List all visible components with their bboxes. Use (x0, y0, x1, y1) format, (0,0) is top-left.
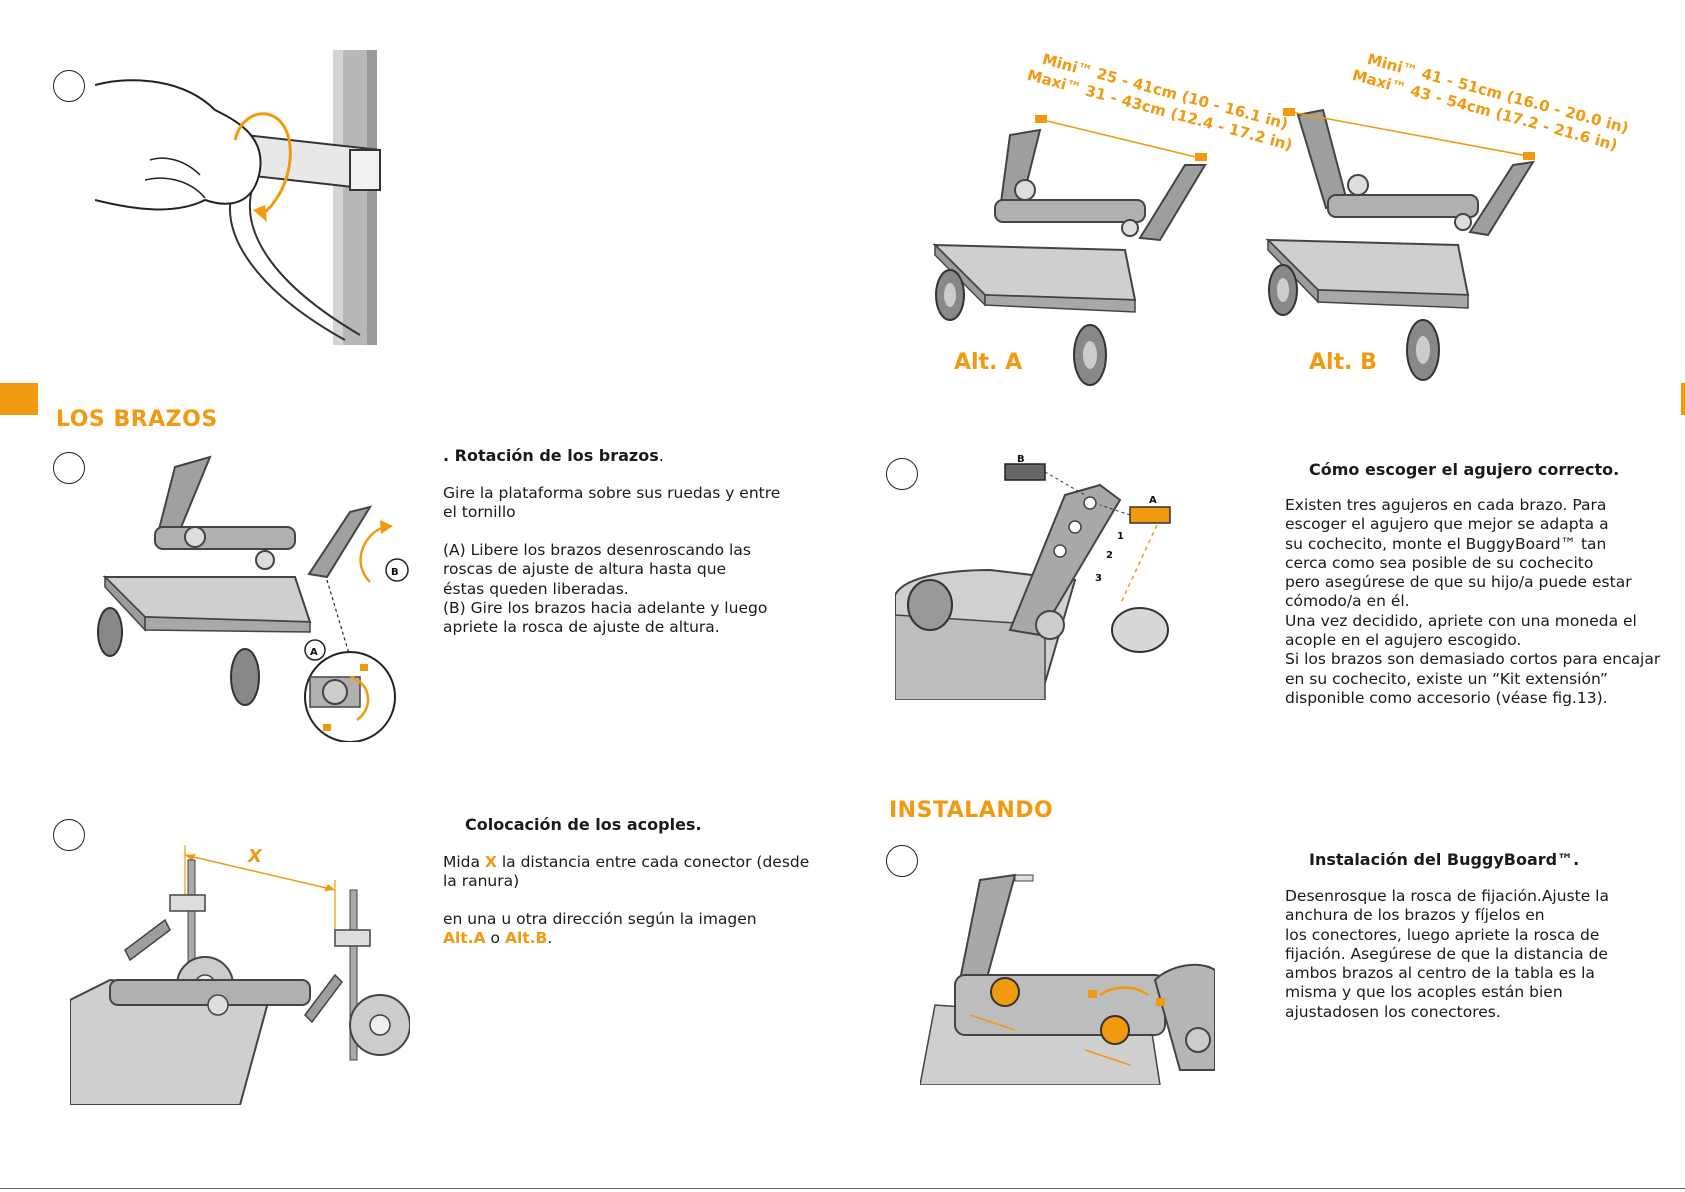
placement-rest-line1: la distancia entre cada conector (desde (497, 853, 809, 871)
placement-end: . (547, 929, 552, 947)
installation-illustration (920, 870, 1215, 1085)
step-number-circle (886, 845, 918, 877)
rotation-paragraph-2: (A) Libere los brazos desenroscando las … (443, 541, 823, 637)
placement-line2: la ranura) (443, 872, 519, 890)
placement-o: o (486, 929, 505, 947)
alt-b-label: Alt. B (1309, 350, 1377, 375)
svg-text:A: A (310, 647, 318, 658)
arm-rotation-illustration: B A (95, 452, 415, 742)
section-tab-marker (0, 383, 38, 415)
screw-label-a: A (1149, 495, 1157, 506)
svg-text:B: B (391, 567, 399, 578)
placement-alt-a-link: Alt.A (443, 929, 486, 947)
arm-holes-illustration: B A 1 2 3 (895, 455, 1235, 700)
rotation-paragraph-1: Gire la plataforma sobre sus ruedas y en… (443, 484, 823, 523)
step-number-circle (53, 70, 85, 102)
arms-section-title: LOS BRAZOS (56, 407, 218, 432)
placement-heading: Colocación de los acoples. (465, 815, 702, 834)
strap-illustration (95, 50, 385, 345)
hole-heading: Cómo escoger el agujero correcto. (1309, 460, 1619, 479)
install-section-title: INSTALANDO (889, 798, 1053, 823)
hole-label-2: 2 (1106, 550, 1113, 561)
dimension-x-label: X (247, 846, 263, 867)
alt-a-label: Alt. A (954, 350, 1022, 375)
rotation-heading-text: Rotación de los brazos (455, 446, 659, 465)
hole-body: Existen tres agujeros en cada brazo. Par… (1285, 496, 1685, 708)
screw-label-b: B (1017, 455, 1025, 465)
placement-alt-b-link: Alt.B (505, 929, 547, 947)
placement-mida: Mida (443, 853, 485, 871)
rotation-heading-suffix: . (659, 446, 664, 465)
hole-label-3: 3 (1095, 573, 1102, 584)
install-heading: Instalación del BuggyBoard™. (1309, 850, 1579, 869)
connector-placement-illustration: X (70, 830, 410, 1105)
placement-line3: en una u otra dirección según la imagen (443, 910, 757, 928)
buggyboard-alt-a-illustration (925, 90, 1215, 390)
rotation-heading: . Rotación de los brazos. (443, 446, 664, 465)
hole-label-1: 1 (1117, 531, 1124, 542)
step-number-circle (53, 452, 85, 484)
install-body: Desenrosque la rosca de fijación.Ajuste … (1285, 887, 1675, 1022)
buggyboard-alt-b-illustration (1258, 90, 1558, 390)
placement-x: X (485, 853, 497, 871)
placement-paragraph-1: Mida X la distancia entre cada conector … (443, 853, 843, 892)
page-bottom-divider (0, 1188, 1685, 1189)
rotation-heading-prefix: . (443, 446, 455, 465)
section-tab-marker-right (1681, 383, 1685, 415)
